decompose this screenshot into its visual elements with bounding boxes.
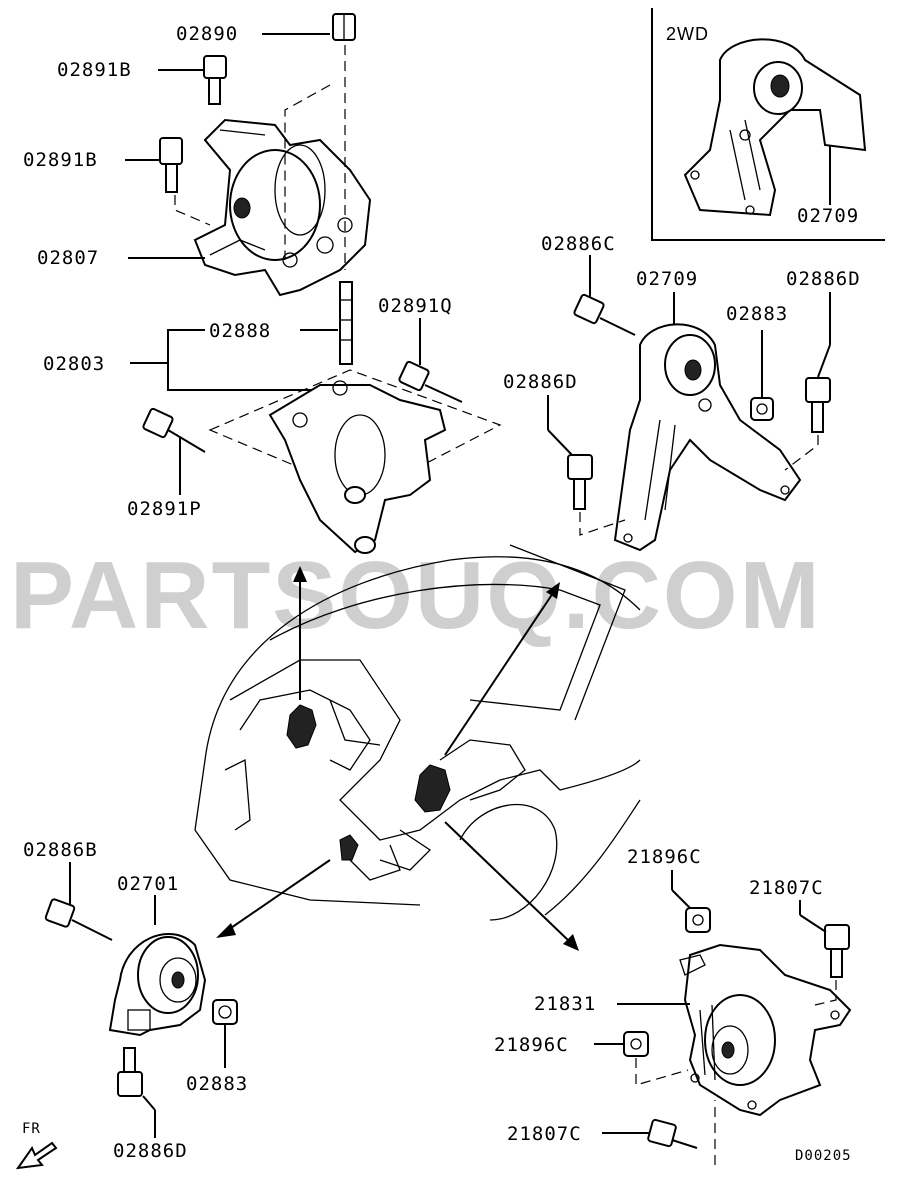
mount-02701 <box>108 933 207 1037</box>
bolt-02891Q <box>398 360 463 403</box>
leader-02886D-left-a <box>142 1095 156 1111</box>
label-02886B: 02886B <box>23 839 98 861</box>
nut-21896C-mid <box>623 1031 649 1057</box>
inset-mount-2wd <box>683 38 867 217</box>
guide-lines-top <box>174 45 346 270</box>
guide-02886D-right <box>784 435 819 471</box>
guide-02886D-mid <box>579 512 626 536</box>
bracket-02803 <box>208 369 502 554</box>
label-21807C-top: 21807C <box>749 877 824 899</box>
bolt-02886D-right <box>805 377 831 433</box>
vehicle-body <box>194 544 641 921</box>
label-02886D-right: 02886D <box>786 268 861 290</box>
mount-02807 <box>193 118 372 297</box>
mount-locations <box>286 704 451 861</box>
mount-02709 <box>613 323 802 552</box>
guide-21896C-mid <box>635 1058 689 1086</box>
label-02883-left: 02883 <box>186 1073 248 1095</box>
label-02891B-top: 02891B <box>57 59 132 81</box>
label-02709: 02709 <box>636 268 698 290</box>
nut-21896C-top <box>685 907 711 933</box>
bolt-02891B-mid <box>159 137 183 193</box>
label-02807: 02807 <box>37 247 99 269</box>
diagram-code: D00205 <box>795 1148 852 1164</box>
label-21896C-top: 21896C <box>627 846 702 868</box>
label-02883-right: 02883 <box>726 303 788 325</box>
label-02886C: 02886C <box>541 233 616 255</box>
label-02888: 02888 <box>209 320 271 342</box>
bolt-02886B <box>44 898 113 941</box>
bolt-02891B-top <box>203 55 227 105</box>
label-02803: 02803 <box>43 353 105 375</box>
label-02886D-mid: 02886D <box>503 371 578 393</box>
mount-21831 <box>679 943 852 1117</box>
inset-label: 2WD <box>666 24 709 44</box>
bolt-02886C <box>573 293 636 336</box>
label-02701: 02701 <box>117 873 179 895</box>
arrows <box>216 566 579 951</box>
watermark: PARTSOUQ.COM <box>10 542 822 649</box>
bolt-21807C-bottom <box>647 1118 698 1149</box>
leader-02803-bracket <box>167 329 330 391</box>
label-02891B-mid: 02891B <box>23 149 98 171</box>
label-21896C-mid: 21896C <box>494 1034 569 1056</box>
bolt-02886D-mid <box>567 454 593 510</box>
leader-02886D-mid-b <box>547 429 573 456</box>
leader-21896C-top-b <box>671 889 691 909</box>
fr-arrow-icon <box>15 1141 58 1170</box>
bolt-02890 <box>332 13 356 41</box>
nut-02883-right <box>750 397 774 421</box>
bolt-02891P <box>142 407 206 453</box>
bolt-21807C-top <box>824 924 850 978</box>
label-21831: 21831 <box>534 993 596 1015</box>
guide-21807C-top <box>814 980 837 1006</box>
label-02886D-left: 02886D <box>113 1140 188 1162</box>
leader-21807C-top-b <box>799 914 827 933</box>
label-02890: 02890 <box>176 23 238 45</box>
label-21807C-bottom: 21807C <box>507 1123 582 1145</box>
inset-frame <box>651 8 885 241</box>
fr-label: FR <box>22 1121 41 1137</box>
nut-02883-left <box>212 999 238 1025</box>
stud-02888 <box>339 281 353 365</box>
bolt-02886D-left <box>117 1047 143 1097</box>
label-02709-inset: 02709 <box>797 205 859 227</box>
label-02891Q: 02891Q <box>378 295 453 317</box>
leader-02886D-right-b <box>817 344 831 378</box>
label-02891P: 02891P <box>127 498 202 520</box>
